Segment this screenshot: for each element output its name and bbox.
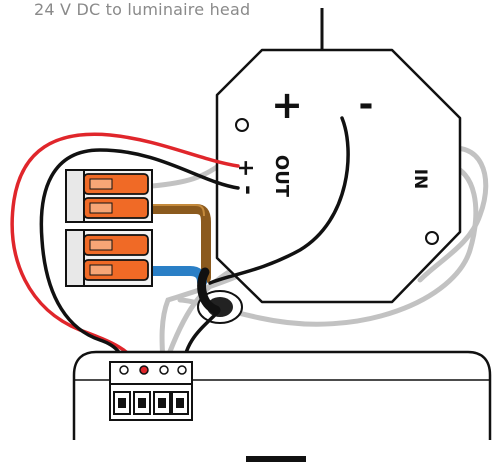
brown-wire-highlight: [150, 204, 205, 217]
output-plus-label: +: [233, 159, 258, 177]
driver-module-housing: [215, 48, 462, 304]
input-minus-label: -: [359, 84, 374, 125]
lever-connector-bottom: [65, 229, 153, 287]
power-supply-slot: [246, 456, 306, 462]
output-label: OUT: [271, 155, 292, 198]
blue-wire: [145, 266, 207, 287]
mounting-hole-icon: [235, 118, 439, 245]
black-wire-module: [208, 116, 350, 285]
lever-connector-top: [65, 169, 153, 223]
output-minus-label: -: [235, 185, 263, 195]
input-plus-label: +: [271, 83, 303, 127]
cable-gland: [197, 267, 243, 324]
caption: 24 V DC to luminaire head: [34, 0, 251, 19]
terminal-block: [109, 361, 193, 421]
input-label: IN: [410, 169, 430, 190]
black-wire-out: [39, 148, 240, 372]
